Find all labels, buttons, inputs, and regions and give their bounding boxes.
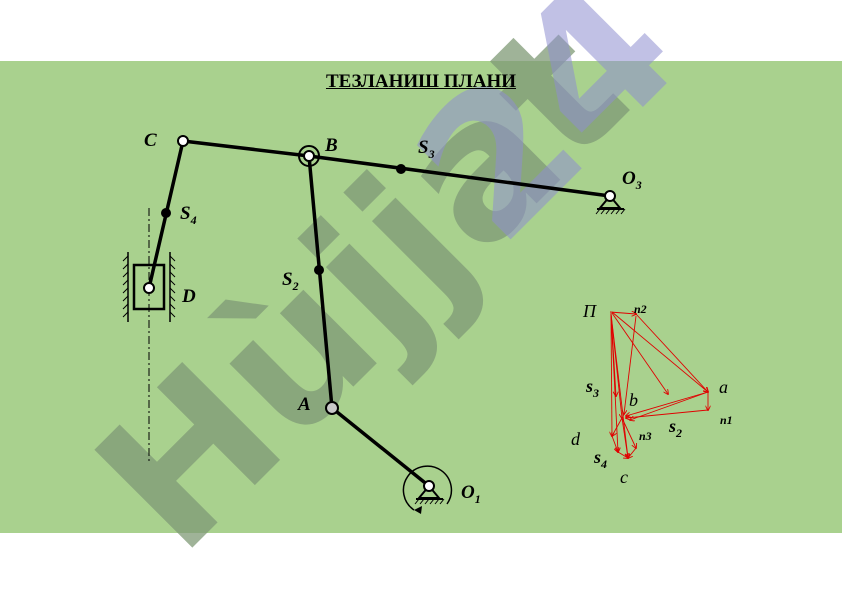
label-s4-point: s4 <box>593 447 607 471</box>
label-o3: O3 <box>622 168 642 192</box>
link-ba <box>307 154 334 410</box>
joint-b <box>303 150 315 162</box>
label-b: B <box>324 135 338 156</box>
label-b-point: b <box>629 390 638 410</box>
slider-guides <box>122 252 176 322</box>
label-c-point: c <box>620 467 628 487</box>
label-s3-point: s3 <box>585 376 599 400</box>
label-a-point: a <box>719 377 728 397</box>
label-d-point: d <box>571 429 581 449</box>
slide-background <box>0 61 842 533</box>
acceleration-vectors <box>610 312 708 458</box>
joint-a <box>325 401 339 415</box>
support-o1 <box>402 465 453 514</box>
support-o3 <box>595 190 626 215</box>
label-s4: S4 <box>180 203 197 227</box>
label-s2-point: s2 <box>668 416 682 440</box>
label-n2: n2 <box>634 302 647 316</box>
slider-block-d <box>132 263 166 311</box>
label-n3: n3 <box>639 429 652 443</box>
label-o1: O1 <box>461 482 481 506</box>
label-pole: П <box>582 301 597 321</box>
label-s2: S2 <box>282 269 299 293</box>
joint-d <box>143 282 155 294</box>
acceleration-plan-labels: П n2 a n1 b s3 s2 d n3 s4 c <box>571 301 733 487</box>
joint-c <box>177 135 189 147</box>
mass-center-s2 <box>314 265 324 275</box>
label-a: A <box>297 394 311 415</box>
mass-center-s4 <box>161 208 171 218</box>
mass-center-s3 <box>396 164 406 174</box>
joint-b-outer <box>298 145 320 167</box>
link-bo3 <box>307 154 612 198</box>
rotation-arrow-icon <box>414 506 422 514</box>
label-s3: S3 <box>418 137 435 161</box>
page-title: ТЕЗЛАНИШ ПЛАНИ <box>325 71 517 92</box>
label-n1: n1 <box>720 413 733 427</box>
label-d: D <box>181 286 196 307</box>
label-c: C <box>144 130 157 151</box>
links <box>147 139 612 488</box>
link-cb <box>181 139 311 158</box>
link-ao1 <box>330 406 431 488</box>
mechanism-labels: C B S3 S4 S2 D A O3 O1 <box>144 130 642 506</box>
